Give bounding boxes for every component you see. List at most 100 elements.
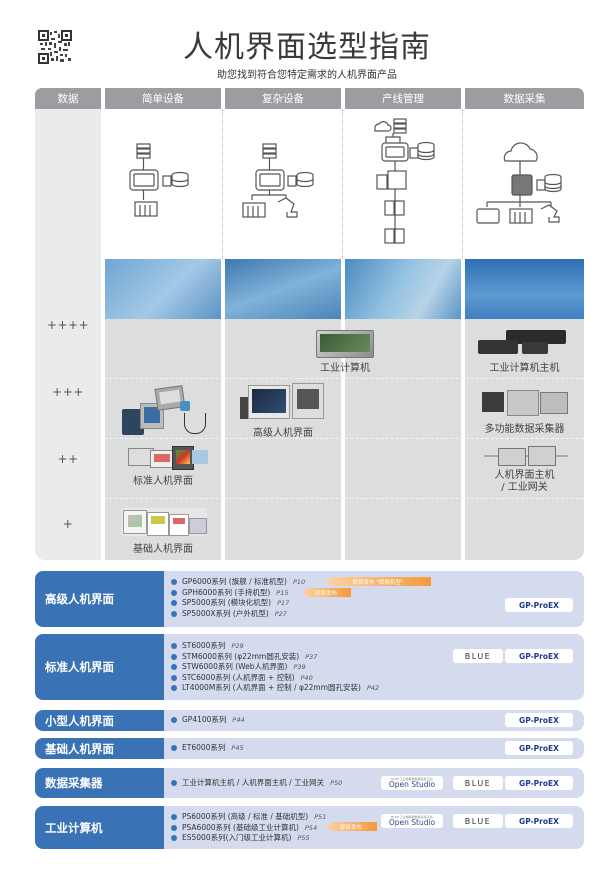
bullet-icon [171,610,177,617]
open-studio-caption: BLUE 工业物联网数据采集平台 [391,777,433,781]
bullet-icon [171,824,177,831]
hmi-host-image [484,446,568,466]
row-divider [105,498,584,499]
series-list: PS6000系列 (高级 / 标准 / 基础机型)P51 PSA6000系列 (… [171,812,326,844]
bullet-icon [171,745,177,752]
column-header-data-collection: 数据采集 [465,88,584,109]
page-subtitle: 助您找到符合您特定需求的人机界面产品 [217,70,397,81]
rating-4: ++++ [46,318,90,332]
page-ref: P15 [276,588,289,597]
blue-badge[interactable]: BLUE [453,776,503,790]
page-ref: P44 [232,716,245,724]
label-advanced-hmi: 高级人机界面 [253,428,313,439]
line-management-diagram [374,118,435,244]
series-list: GP6000系列 (旗舰 / 标准机型)P10 GPH6000系列 (手持机型)… [171,577,305,619]
series-item[interactable]: STM6000系列 (φ22mm圆孔安装)P37 [171,652,379,663]
rating-3: +++ [52,385,84,399]
open-studio-badge[interactable]: BLUE 工业物联网数据采集平台 Open Studio [381,814,443,828]
coming-soon-tag: 即将发布 [325,822,377,831]
page-ref: P37 [305,652,318,661]
complex-equipment-diagram [242,143,314,218]
series-item[interactable]: ET6000系列 P45 [171,743,244,754]
page-ref: P42 [366,684,380,692]
series-list: GP4100系列 P44 [171,715,245,726]
series-name: 工业计算机主机 / 人机界面主机 / 工业网关 [182,778,325,787]
gp-proex-badge[interactable]: GP-ProEX [505,776,573,790]
gp-proex-badge[interactable]: GP-ProEX [505,598,573,612]
series-name: PS6000系列 (高级 / 标准 / 基础机型) [182,812,309,821]
open-studio-badge[interactable]: BLUE 工业物联网数据采集平台 Open Studio [381,776,443,790]
industrial-pc-image [316,330,374,358]
label-industrial-pc-host: 工业计算机主机 [489,363,560,374]
series-item[interactable]: ES5000系列(入门级工业计算机)P55 [171,833,326,844]
data-collection-diagram [476,142,562,224]
bullet-icon [171,717,177,724]
series-name: PSA6000系列 (基础级工业计算机) [182,822,299,832]
column-divider [222,109,223,259]
coming-soon-tag: 即将发布 "旗舰机型" [325,577,431,586]
bullet-icon [171,664,177,671]
basic-hmi-image [121,508,207,536]
category-data-collector: 数据采集器 [35,768,164,798]
label-basic-hmi: 基础人机界面 [133,544,193,555]
series-item[interactable]: PS6000系列 (高级 / 标准 / 基础机型)P51 [171,812,326,823]
series-item[interactable]: SP5000系列 (模块化机型)P17 [171,598,305,609]
category-advanced-hmi: 高级人机界面 [35,571,164,627]
gp-proex-badge[interactable]: GP-ProEX [505,649,573,663]
series-name: ET6000系列 [182,743,226,752]
column-complex-equipment [225,319,341,560]
series-item[interactable]: PSA6000系列 (基础级工业计算机) P54 [171,823,326,834]
photo-complex-equipment [225,259,341,319]
open-studio-caption: BLUE 工业物联网数据采集平台 [391,815,433,819]
category-industrial-pc: 工业计算机 [35,806,164,849]
matrix-row-header: 数据 [35,88,101,109]
industrial-pc-host-image [478,330,568,356]
series-item[interactable]: GP6000系列 (旗舰 / 标准机型)P10 [171,577,305,588]
series-item[interactable]: GP4100系列 P44 [171,715,245,726]
series-item[interactable]: STC6000系列 (人机界面 + 控制) P40 [171,673,379,684]
bullet-icon [171,653,177,660]
series-name: LT4000M系列 (人机界面 + 控制 / φ22mm圆孔安装) [182,683,361,692]
series-row-advanced-hmi: 高级人机界面 GP6000系列 (旗舰 / 标准机型)P10 GPH6000系列… [35,571,584,627]
label-hmi-host-gateway: 人机界面主机 / 工业网关 [465,470,584,494]
category-standard-hmi: 标准人机界面 [35,634,164,700]
series-name: SP5000系列 (模块化机型) [182,598,272,607]
page-ref: P40 [300,673,313,682]
page-ref: P54 [304,823,318,832]
photo-data-collection [465,259,584,319]
standard-hmi-image [128,446,208,470]
column-header-line-management: 产线管理 [345,88,461,109]
series-item[interactable]: SP5000X系列 (户外机型)P27 [171,609,305,620]
photo-simple-equipment [105,259,221,319]
column-line-management [345,319,461,560]
series-name: GP4100系列 [182,715,227,724]
gp-proex-badge[interactable]: GP-ProEX [505,741,573,755]
series-item[interactable]: GPH6000系列 (手持机型)P15 [171,588,305,599]
blue-badge[interactable]: BLUE [453,649,503,663]
bullet-icon [171,674,177,681]
page-ref: P45 [231,744,244,752]
blue-badge[interactable]: BLUE [453,814,503,828]
bullet-icon [171,814,177,821]
row-divider [105,438,584,439]
gp-proex-badge[interactable]: GP-ProEX [505,713,573,727]
series-item[interactable]: LT4000M系列 (人机界面 + 控制 / φ22mm圆孔安装) P42 [171,683,379,694]
coming-soon-tag: 即将发布 [301,588,351,597]
bullet-icon [171,643,177,650]
page-ref: P55 [297,834,310,842]
simple-equipment-diagram [129,143,189,217]
standard-hmi-cluster-image [122,385,210,439]
series-item[interactable]: STW6000系列 (Web人机界面)P39 [171,662,379,673]
rating-2: ++ [57,452,79,466]
advanced-hmi-image [240,383,324,419]
gp-proex-badge[interactable]: GP-ProEX [505,814,573,828]
bullet-icon [171,600,177,607]
label-multi-data-collector: 多功能数据采集器 [484,424,565,435]
series-name: STC6000系列 (人机界面 + 控制) [182,672,295,682]
